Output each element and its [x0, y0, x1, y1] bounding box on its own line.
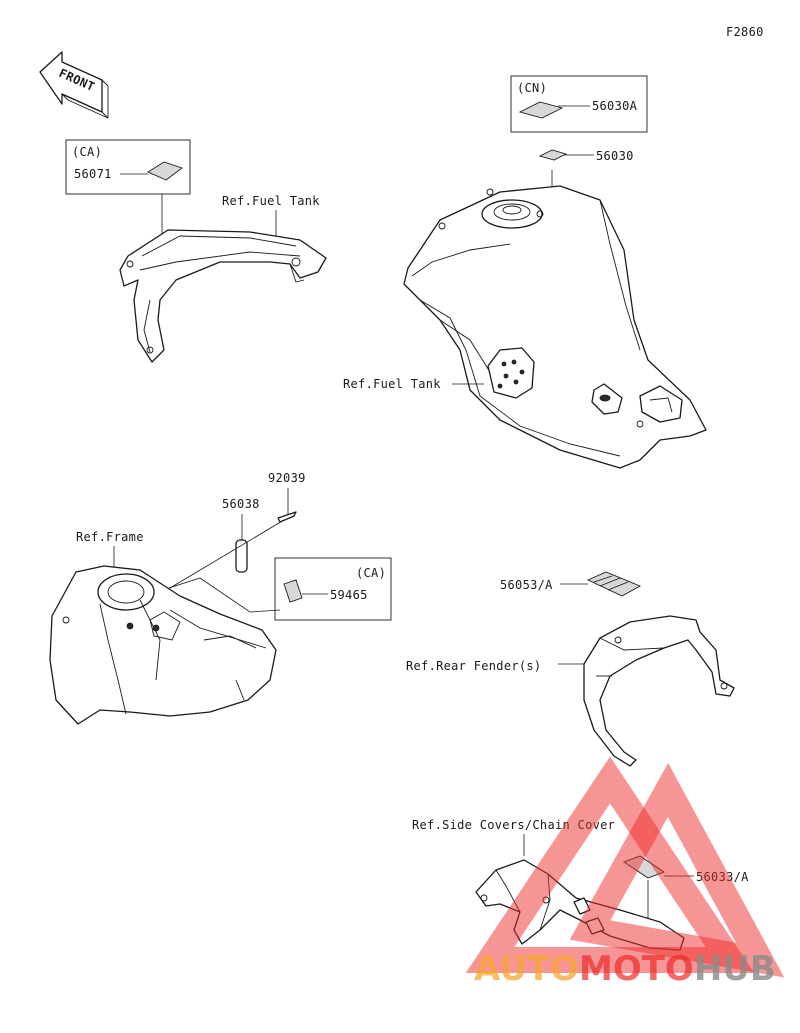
watermark-logo: AUTOMOTOHUB: [465, 756, 785, 989]
callout-56030: 56030: [596, 149, 634, 163]
ca-box-mid: (CA) 59465: [274, 557, 392, 621]
label-56030: [538, 149, 568, 161]
watermark-moto: MOTO: [579, 949, 694, 989]
watermark-hub: HUB: [694, 949, 776, 989]
cn-box: (CN) 56030A: [510, 75, 648, 133]
tank-inner-cover: [119, 229, 327, 363]
ref-fuel-tank-top: Ref.Fuel Tank: [222, 194, 320, 208]
ref-frame: Ref.Frame: [76, 530, 144, 544]
label-56071: [147, 161, 183, 181]
callout-56030a: 56030A: [592, 99, 638, 113]
callout-56071: 56071: [74, 167, 112, 181]
front-arrow-icon: FRONT: [39, 51, 109, 119]
callout-59465: 59465: [330, 588, 368, 602]
region-ca-top: (CA): [72, 145, 102, 159]
clip-92039: [277, 511, 297, 523]
svg-text:AUTOMOTOHUB: AUTOMOTOHUB: [474, 949, 776, 989]
region-ca-mid: (CA): [356, 566, 386, 580]
label-56053: [586, 571, 642, 597]
watermark-auto: AUTO: [474, 949, 579, 989]
ca-box-top: (CA) 56071: [65, 139, 191, 246]
ref-rear-fender: Ref.Rear Fender(s): [406, 659, 541, 673]
diagram-code: F2860: [726, 25, 764, 39]
ref-fuel-tank-right: Ref.Fuel Tank: [343, 377, 441, 391]
callout-56038: 56038: [222, 497, 260, 511]
frame-headstock: [49, 565, 277, 725]
label-56030a: [518, 101, 564, 119]
label-59465: [283, 579, 303, 603]
rear-fender: [583, 615, 735, 767]
callout-92039: 92039: [268, 471, 306, 485]
fuel-tank: [403, 185, 707, 469]
callout-56053: 56053/A: [500, 578, 553, 592]
label-56038: [235, 539, 248, 573]
region-cn: (CN): [517, 81, 547, 95]
